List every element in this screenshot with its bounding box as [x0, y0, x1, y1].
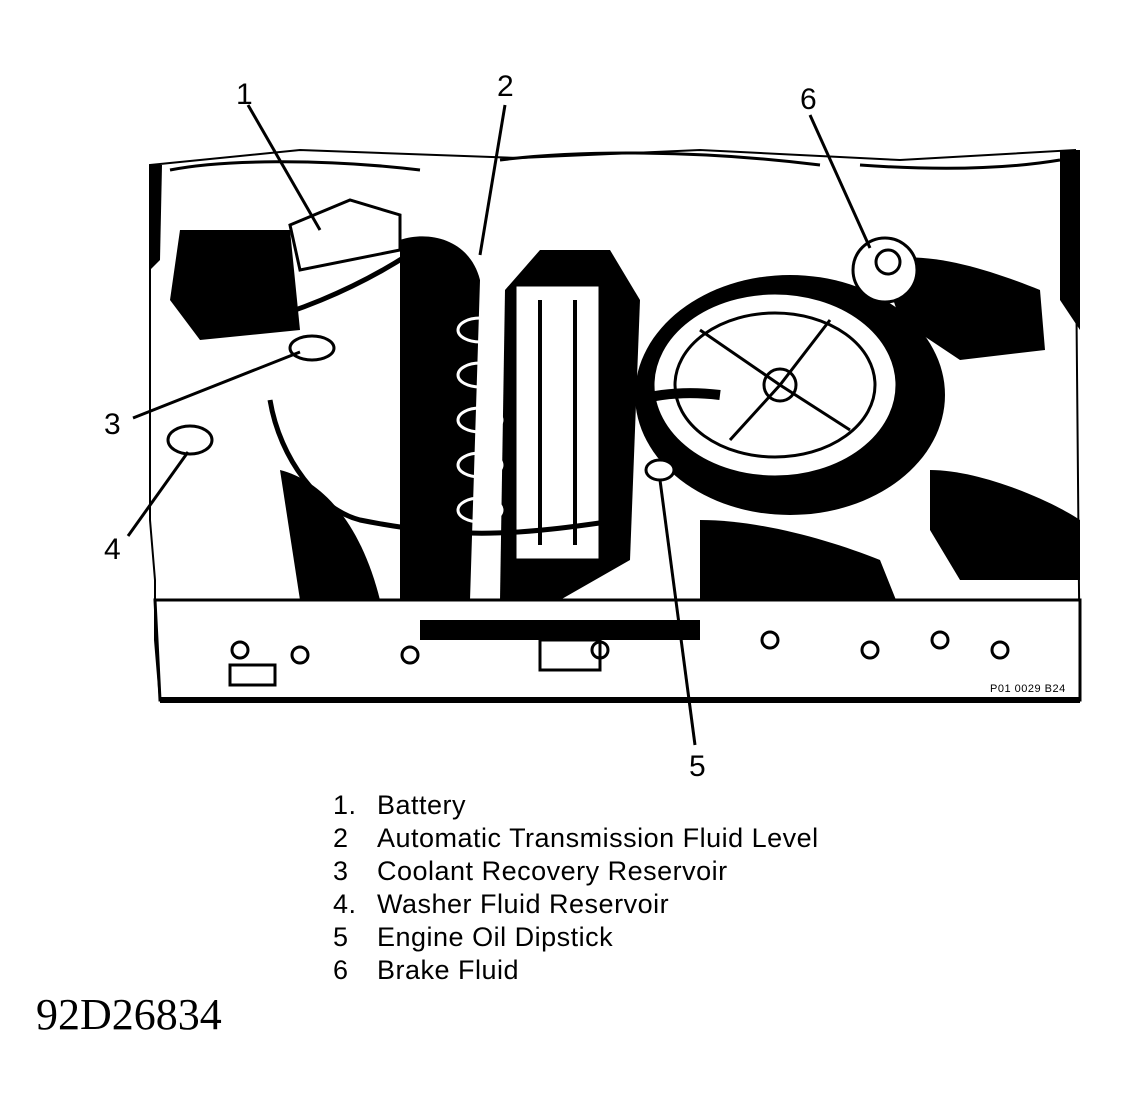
leader-line-4 [126, 451, 190, 537]
legend-number: 4. [333, 889, 357, 919]
legend-item: 5 Engine Oil Dipstick [333, 922, 933, 955]
legend-label: Battery [377, 790, 467, 820]
photo-code: P01 0029 B24 [990, 683, 1066, 695]
legend-number: 2 [333, 823, 349, 853]
legend-number: 3 [333, 856, 349, 886]
leader-line-1 [246, 104, 322, 231]
legend-label: Washer Fluid Reservoir [377, 889, 670, 919]
callout-number-6: 6 [800, 83, 817, 116]
callout-number-2: 2 [497, 70, 514, 103]
legend-label: Brake Fluid [377, 955, 520, 985]
figure-id: 92D26834 [36, 990, 222, 1039]
legend-item: 6 Brake Fluid [333, 955, 933, 988]
callout-number-1: 1 [236, 78, 253, 111]
legend-label: Engine Oil Dipstick [377, 922, 614, 952]
legend-number: 6 [333, 955, 349, 985]
callout-number-3: 3 [104, 408, 121, 441]
legend-number: 1. [333, 790, 357, 820]
legend-number: 5 [333, 922, 349, 952]
legend-item: 3 Coolant Recovery Reservoir [333, 856, 933, 889]
callout-number-4: 4 [104, 533, 121, 566]
leader-line-2 [478, 104, 507, 256]
leader-line-3 [132, 350, 301, 420]
legend-item: 4. Washer Fluid Reservoir [333, 889, 933, 922]
callout-number-5: 5 [689, 750, 706, 783]
legend-label: Automatic Transmission Fluid Level [377, 823, 819, 853]
leader-line-5 [658, 479, 697, 746]
legend-label: Coolant Recovery Reservoir [377, 856, 728, 886]
engine-bay-photo [149, 148, 1082, 703]
legend-item: 2 Automatic Transmission Fluid Level [333, 823, 933, 856]
legend-item: 1. Battery [333, 790, 933, 823]
legend: 1. Battery 2 Automatic Transmission Flui… [333, 790, 933, 988]
leader-line-6 [808, 114, 872, 249]
leader-lines [126, 104, 872, 746]
